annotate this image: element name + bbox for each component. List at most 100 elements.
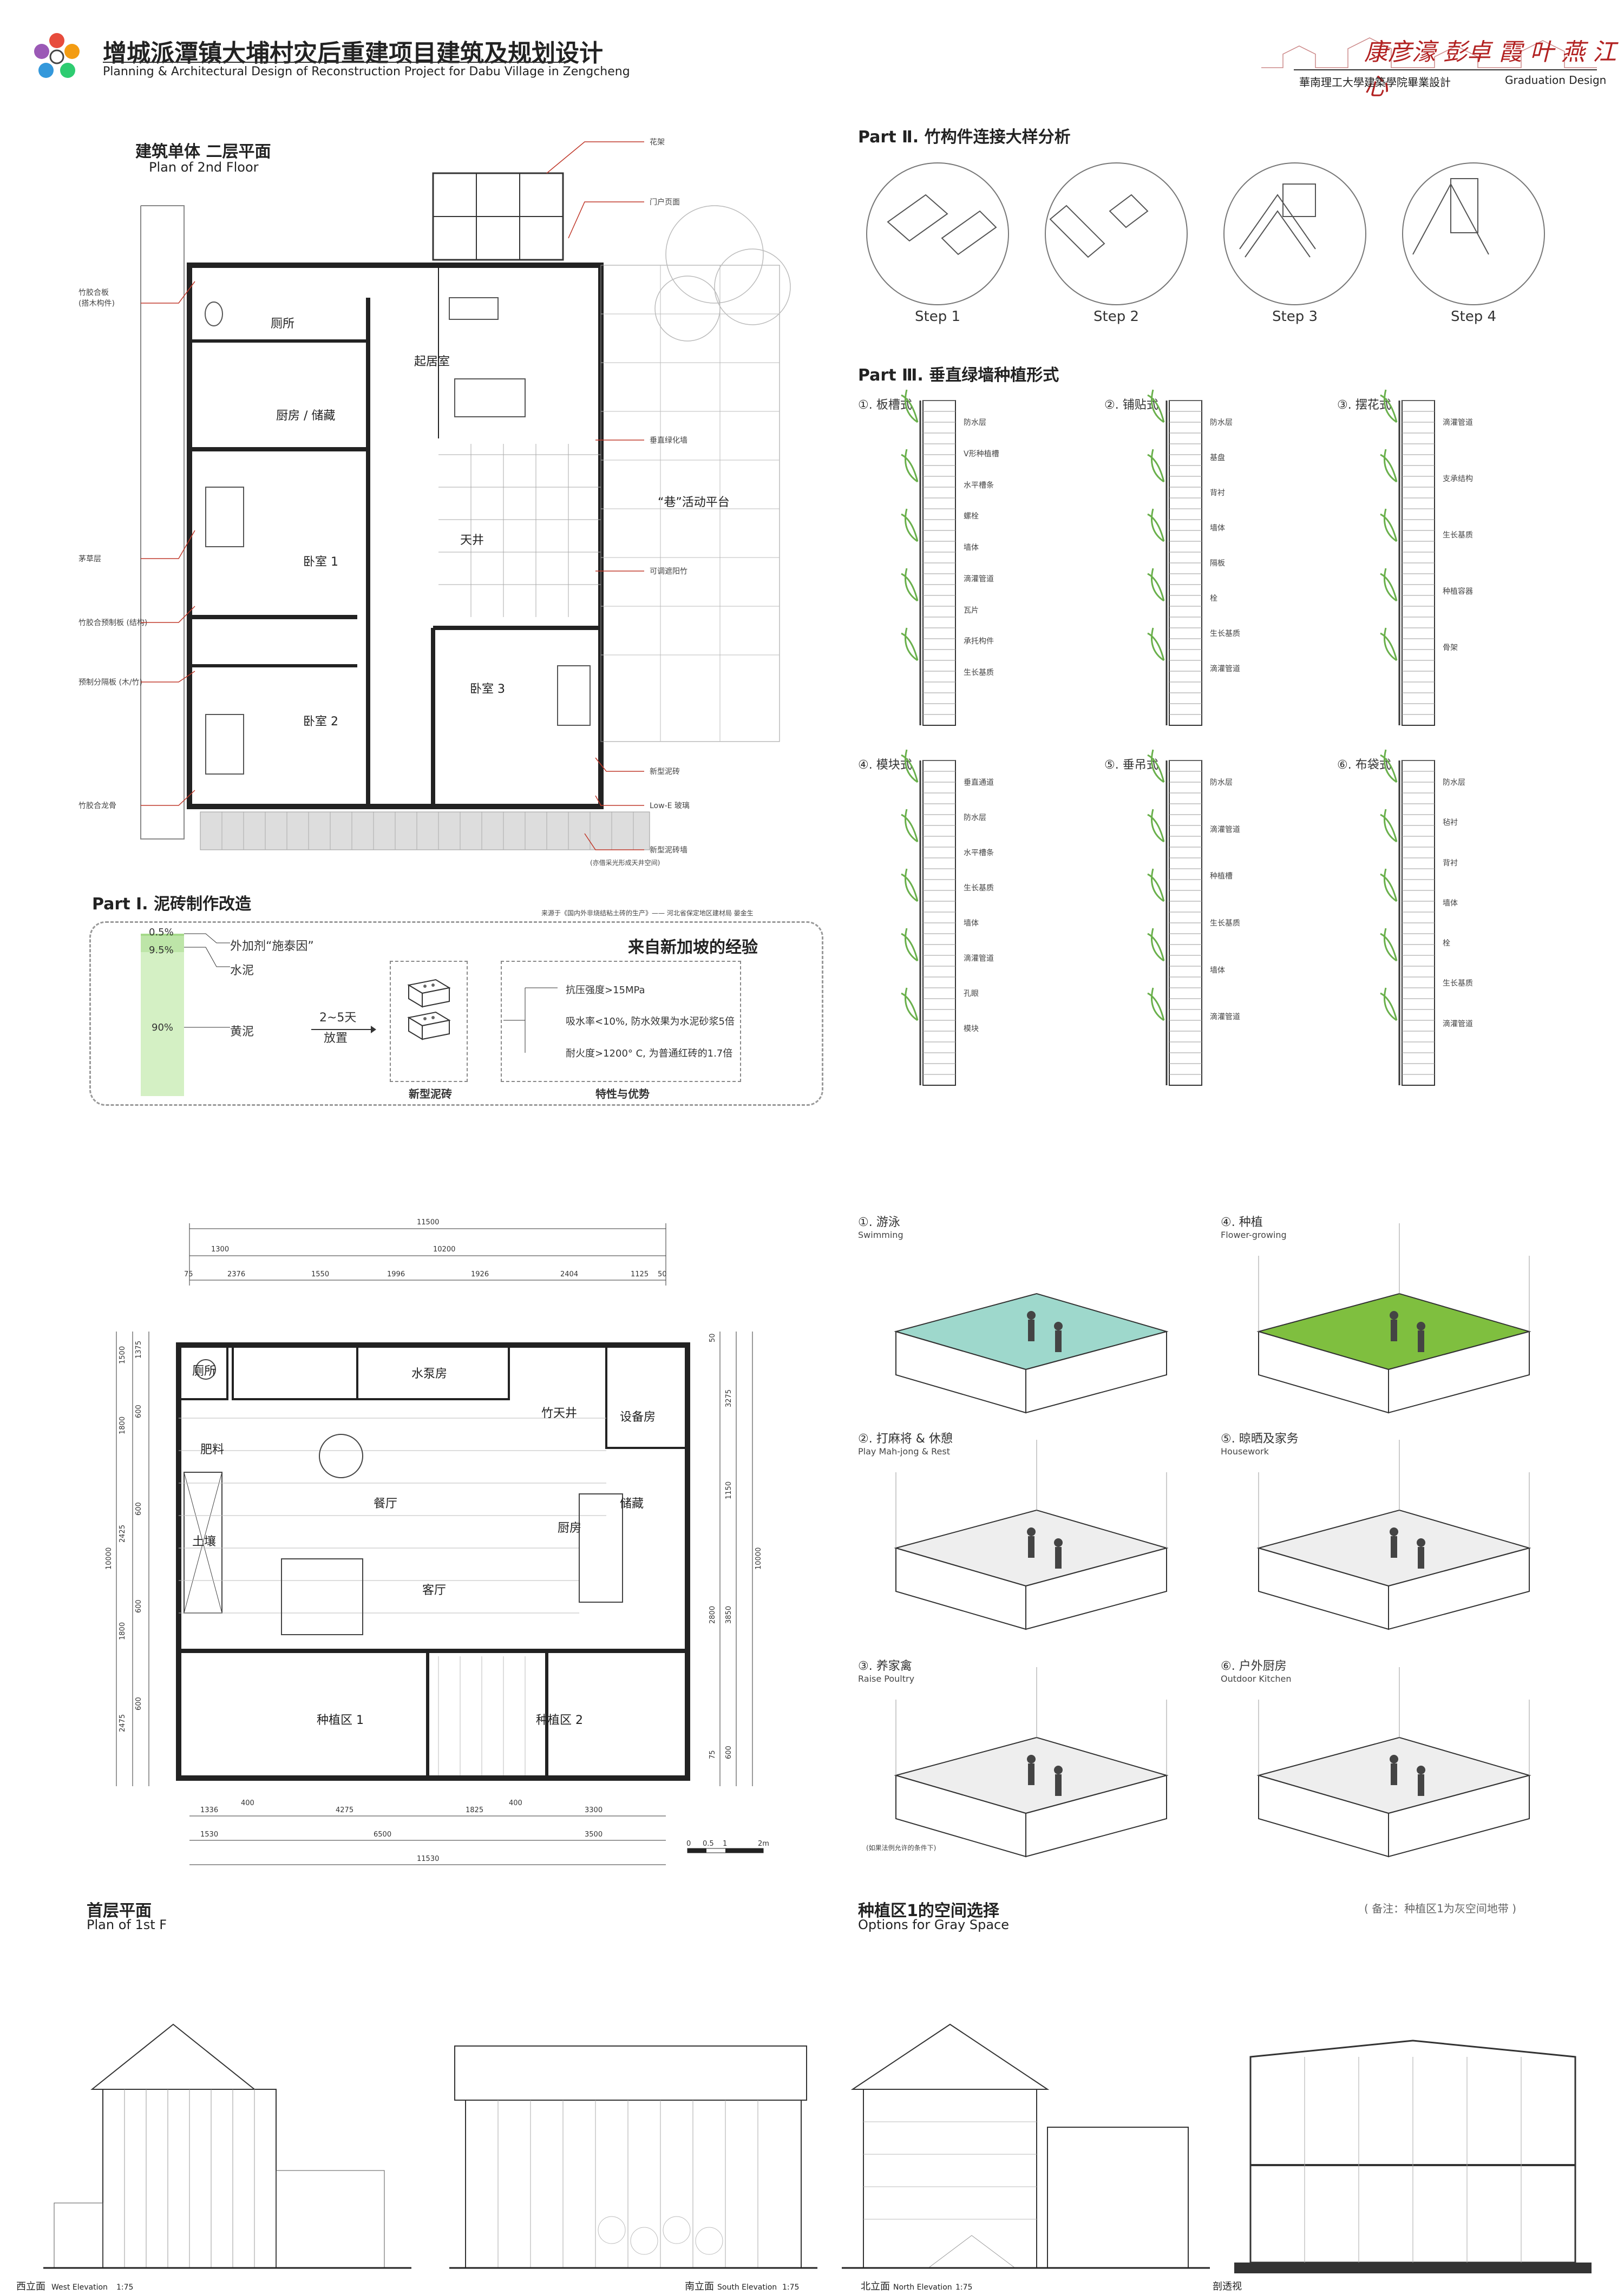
anno-prefab-panel: 竹胶合预制板 (结构) — [78, 619, 148, 627]
green-wall-label: 生长基质 — [1443, 531, 1473, 540]
gray-option-illustration — [894, 1293, 1169, 1414]
green-wall-label: 隔板 — [1210, 559, 1225, 568]
dim-top-d: 2376 — [227, 1270, 245, 1278]
anno-brick-wall: 新型泥砖墙 — [650, 846, 687, 855]
f1-room-plant1: 种植区 1 — [317, 1714, 364, 1727]
gray-option-subtitle: Swimming — [858, 1230, 903, 1240]
gray-option-title: ②. 打麻将 & 休憩 — [858, 1432, 953, 1446]
green-wall-label: 承托构件 — [964, 637, 994, 646]
dim-left-h: 600 — [135, 1599, 143, 1613]
green-wall-label: 背衬 — [1443, 858, 1458, 868]
gray-option-illustration — [894, 1440, 1169, 1630]
props-label: 特性与优势 — [595, 1087, 650, 1100]
signature: 康彦濠 彭卓 霞 叶 燕 江 心 — [1364, 38, 1616, 101]
anno-keel: 竹胶合龙骨 — [78, 802, 116, 810]
dim-top-c: 75 — [184, 1270, 193, 1278]
f1-room-living: 客厅 — [422, 1584, 446, 1597]
prop-1: 抗压强度>15MPa — [566, 985, 645, 996]
green-wall-label: 墙体 — [1210, 966, 1225, 975]
green-wall-label: 栓 — [1210, 594, 1217, 603]
green-wall-section — [901, 389, 956, 726]
dim-left-e: 2425 — [119, 1525, 127, 1543]
green-wall-label: 种植容器 — [1443, 587, 1473, 596]
green-wall-section — [901, 749, 956, 1086]
section-label: 剖透视 — [1213, 2281, 1242, 2292]
brick-label: 新型泥砖 — [409, 1087, 452, 1100]
plan2-subtitle: Plan of 2nd Floor — [149, 160, 259, 175]
green-wall-type-5: ⑤. 垂吊式防水层滴灌管道种植槽生长基质墙体滴灌管道 — [1104, 749, 1240, 1086]
step1-detail — [866, 162, 1009, 305]
green-wall-label: 滴灌管道 — [1443, 418, 1473, 427]
f1-room-pump: 水泵房 — [411, 1367, 447, 1381]
pct-cement: 9.5% — [149, 945, 174, 956]
green-wall-label: 孔眼 — [964, 989, 979, 998]
brick-box — [390, 961, 468, 1082]
brick-icon — [407, 979, 451, 1040]
green-wall-section — [1380, 749, 1435, 1086]
dim-top-b: 10200 — [433, 1245, 455, 1254]
dim-right-d: 3850 — [725, 1606, 733, 1624]
step2-label: Step 2 — [1093, 309, 1140, 325]
green-wall-label: 滴灌管道 — [1210, 825, 1240, 834]
green-wall-label: 防水层 — [964, 814, 986, 822]
process-arrow — [311, 1026, 376, 1033]
south-elev-zh: 南立面 — [685, 2281, 714, 2292]
dim-top-e: 1550 — [311, 1270, 329, 1278]
dim-top-g: 1926 — [471, 1270, 489, 1278]
label-additive: 外加剂“施泰因” — [230, 940, 314, 953]
part1-source: 来源于《国内外非烧结粘土砖的生产》—— 河北省保定地区建材局 晏金生 — [541, 909, 754, 917]
prop-3: 耐火度>1200° C, 为普通红砖的1.7倍 — [566, 1048, 733, 1059]
f1-room-toilet: 厕所 — [192, 1365, 216, 1378]
gray-option-subtitle: Play Mah-jong & Rest — [858, 1446, 951, 1457]
composition-bar — [141, 934, 184, 1096]
composition-leaders — [184, 933, 230, 1028]
anno-low-e: Low-E 玻璃 — [650, 802, 690, 810]
f1-room-bamboo: 竹天井 — [541, 1407, 577, 1420]
dim-left-d: 600 — [135, 1405, 143, 1418]
dim-top-a: 1300 — [211, 1245, 229, 1254]
green-wall-label: 骨架 — [1443, 644, 1458, 652]
green-wall-label: 背衬 — [1210, 489, 1225, 497]
dim-bot-h: 6500 — [374, 1831, 391, 1839]
green-wall-label: 滴灌管道 — [1443, 1019, 1473, 1028]
section-perspective — [1234, 2040, 1592, 2273]
green-wall-label: 基盘 — [1210, 454, 1225, 462]
dim-left-b: 1375 — [135, 1341, 143, 1359]
green-wall-label: 生长基质 — [964, 668, 994, 678]
green-wall-label: 防水层 — [964, 418, 986, 427]
props-box — [501, 961, 741, 1082]
dim-right-f: 75 — [709, 1750, 717, 1759]
gray-option-title: ⑥. 户外厨房 — [1221, 1660, 1287, 1673]
green-wall-label: 水平槽条 — [964, 849, 994, 857]
green-wall-label: 垂直通道 — [964, 778, 994, 787]
label-clay: 黄泥 — [230, 1025, 254, 1039]
dim-left-total: 10000 — [105, 1548, 113, 1570]
green-wall-label: 毡衬 — [1443, 818, 1458, 828]
f1-room-kitchen: 厨房 — [558, 1522, 581, 1535]
dim-top-f: 1996 — [387, 1270, 405, 1278]
green-wall-label: 螺栓 — [964, 512, 979, 521]
header-rule — [1294, 69, 1597, 70]
anno-partition: 预制分隔板 (木/竹) — [78, 678, 143, 687]
part3-title: Part Ⅲ. 垂直绿墙种植形式 — [858, 366, 1059, 385]
process-days: 2~5天 — [319, 1011, 357, 1025]
green-wall-label: 瓦片 — [964, 606, 979, 615]
experience-heading: 来自新加坡的经验 — [628, 938, 758, 957]
scale-1: 1 — [723, 1840, 727, 1848]
anno-green-wall: 垂直绿化墙 — [650, 436, 687, 445]
gray-option-title: ④. 种植 — [1221, 1216, 1263, 1229]
gray-subtitle: Options for Gray Space — [858, 1917, 1009, 1932]
green-wall-title: ⑤. 垂吊式 — [1104, 758, 1158, 772]
green-wall-title: ④. 模块式 — [858, 758, 912, 772]
north-elev-en: North Elevation — [893, 2283, 952, 2292]
green-wall-type-6: ⑥. 布袋式防水层毡衬背衬墙体栓生长基质滴灌管道 — [1337, 749, 1473, 1086]
green-wall-label: 生长基质 — [964, 884, 994, 893]
dim-right-e: 2800 — [709, 1606, 717, 1624]
part1-panel — [89, 921, 823, 1106]
green-wall-label: 墙体 — [1210, 524, 1225, 533]
